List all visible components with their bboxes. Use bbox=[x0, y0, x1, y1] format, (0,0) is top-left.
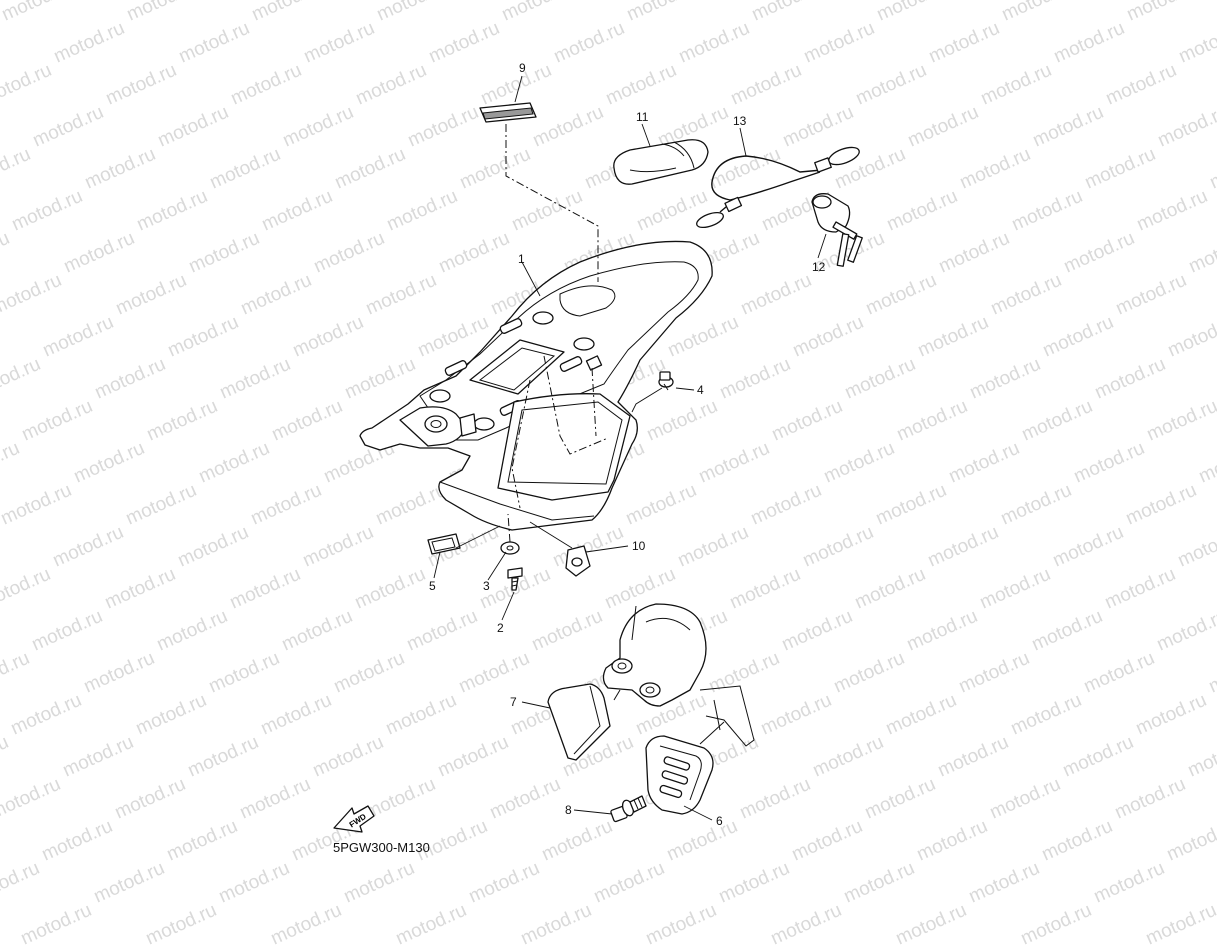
callout-12: 12 bbox=[812, 260, 826, 274]
callout-7: 7 bbox=[510, 695, 517, 709]
part-12-helmet-lock bbox=[811, 193, 863, 267]
part-10-nut-clip bbox=[565, 545, 591, 577]
part-5-pad bbox=[427, 533, 461, 555]
part-4-screw bbox=[658, 371, 674, 391]
callout-1: 1 bbox=[518, 252, 525, 266]
callout-8: 8 bbox=[565, 803, 572, 817]
part-1-rear-fender bbox=[359, 240, 713, 531]
part-9-label-sticker bbox=[479, 102, 537, 123]
diagram-code: 5PGW300-M130 bbox=[333, 840, 430, 855]
leader-lines bbox=[433, 75, 827, 821]
frame-section bbox=[602, 603, 755, 747]
part-13-helmet-cable bbox=[696, 146, 860, 229]
callout-2: 2 bbox=[497, 621, 504, 635]
part-6-heel-guard bbox=[645, 721, 725, 815]
callout-4: 4 bbox=[697, 383, 704, 397]
callout-3: 3 bbox=[483, 579, 490, 593]
callout-5: 5 bbox=[429, 579, 436, 593]
fwd-arrow: FWD bbox=[333, 805, 375, 833]
callout-10: 10 bbox=[632, 539, 646, 553]
callout-13: 13 bbox=[733, 114, 747, 128]
callout-11: 11 bbox=[636, 110, 649, 124]
callout-9: 9 bbox=[519, 61, 526, 75]
part-8-flange-bolt bbox=[610, 795, 647, 823]
parts-diagram: FWD bbox=[333, 75, 863, 833]
part-3-washer bbox=[500, 541, 520, 555]
part-11-tool-pouch bbox=[613, 139, 709, 185]
part-2-bolt bbox=[507, 567, 523, 591]
callout-6: 6 bbox=[716, 814, 723, 828]
part-7-bracket-plate bbox=[547, 683, 611, 761]
